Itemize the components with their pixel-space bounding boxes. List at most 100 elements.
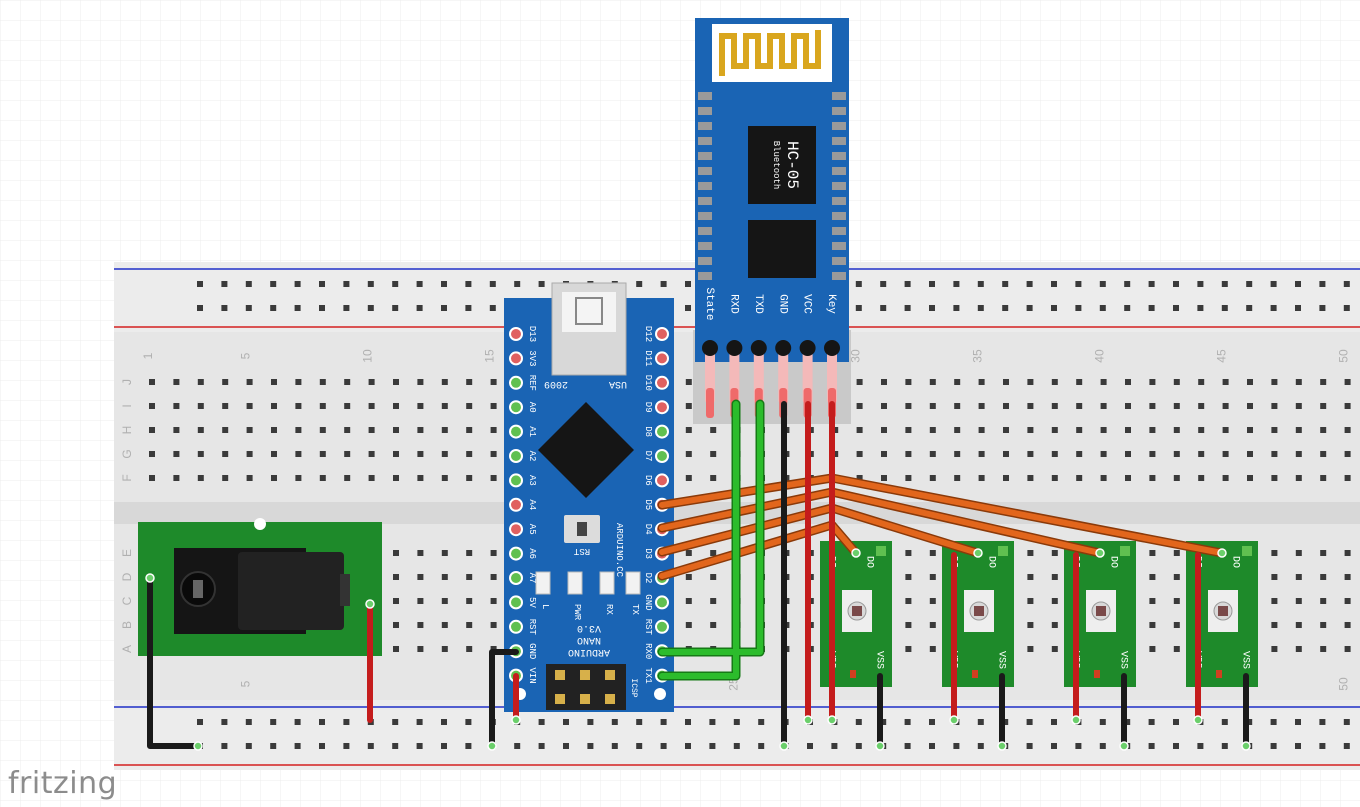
breadboard-hole [1027,550,1034,556]
dc-barrel-jack [138,518,382,656]
rail-hole [465,281,472,287]
wire-red [367,401,1201,723]
rail-hole [1002,305,1009,311]
breadboard-hole [417,427,424,433]
breadboard-hole [710,550,717,556]
rail-hole [538,719,545,725]
breadboard-hole [929,550,936,556]
wire-endpoint [1193,715,1203,725]
breadboard-hole [929,451,936,457]
breadboard-hole [1125,427,1131,433]
rail-hole [1295,719,1301,725]
breadboard-hole [710,451,717,457]
breadboard-hole [1222,475,1229,481]
breadboard-hole [197,475,204,481]
breadboard-hole [929,622,936,628]
nano-pin-label: REF [527,375,537,391]
breadboard-hole [1173,550,1180,556]
breadboard-hole [1027,379,1034,385]
breadboard-hole [929,403,936,409]
hc05-pad [698,122,712,130]
nano-pin [509,449,523,463]
breadboard-hole [173,451,180,457]
hc05-pin-label: VCC [801,294,813,314]
rail-hole [465,305,472,311]
breadboard-hole [1198,403,1205,409]
nano-pin-label: GND [643,594,653,610]
nano-led-label: PWR [572,604,582,621]
rail-hole [416,743,423,749]
rail-hole [1246,305,1253,311]
nano-pin [509,327,523,341]
breadboard-hole [1051,574,1058,580]
breadboard-hole [490,574,497,580]
breadboard-hole [466,622,473,628]
rail-hole [270,743,277,749]
nano-pin-label: D10 [643,375,653,391]
rail-hole [1295,305,1301,311]
breadboard-hole [1027,646,1034,652]
rail-hole [660,719,667,725]
breadboard-hole [173,475,180,481]
hc05-pad [832,197,846,205]
breadboard-hole [832,427,839,433]
hc05-pad [698,107,712,115]
rail-hole [221,719,228,725]
rail-hole [660,281,667,287]
rail-hole [416,305,423,311]
nano-pin-label: A4 [527,499,537,510]
breadboard-hole [1295,646,1302,652]
breadboard-hole [685,550,692,556]
breadboard-hole [905,622,912,628]
breadboard-hole [1320,379,1327,385]
rail-hole [1002,281,1009,287]
rail-hole [343,305,350,311]
breadboard-hole [1271,475,1278,481]
breadboard-hole [1320,622,1327,628]
breadboard-hole [319,403,326,409]
breadboard-hole [393,427,399,433]
breadboard-hole [319,379,326,385]
rail-hole [1124,305,1131,311]
wire-endpoint [1119,741,1129,751]
column-number: 50 [1337,677,1351,691]
breadboard-hole [441,403,448,409]
rail-hole [1270,305,1277,311]
wire-endpoint [145,573,155,583]
hc05-pad [698,152,712,160]
column-number: 35 [971,349,985,363]
breadboard-hole [710,622,717,628]
rail-hole [1319,743,1326,749]
rail-hole [929,743,935,749]
breadboard-hole [881,403,887,409]
rail-hole [855,305,862,311]
hc05-name: HC-05 [783,141,801,189]
nano-pin-label: A5 [527,524,537,535]
rail-hole [977,719,984,725]
column-number: 50 [1337,349,1351,363]
rail-hole [392,281,399,287]
breadboard-hole [173,427,180,433]
nano-pin [509,424,523,439]
nano-vendor: ARDUINO.CC [614,523,624,578]
breadboard-hole [710,475,717,481]
rail-hole [1051,281,1057,287]
rail-hole [319,281,325,287]
breadboard-hole [1271,574,1278,580]
breadboard-hole [856,427,863,433]
breadboard-hole [1320,598,1327,604]
breadboard-hole [173,379,180,385]
breadboard-hole [1173,427,1180,433]
hc05-pad [698,182,712,190]
nano-pin-label: D6 [643,475,653,486]
wire-endpoint [875,741,885,751]
breadboard-hole [441,427,448,433]
breadboard-hole [1125,403,1131,409]
breadboard-hole [954,427,961,433]
breadboard-hole [197,403,204,409]
led-die [1096,606,1106,616]
nano-pin-label: A2 [527,451,537,462]
breadboard-hole [344,451,351,457]
wire-endpoint [949,715,959,725]
